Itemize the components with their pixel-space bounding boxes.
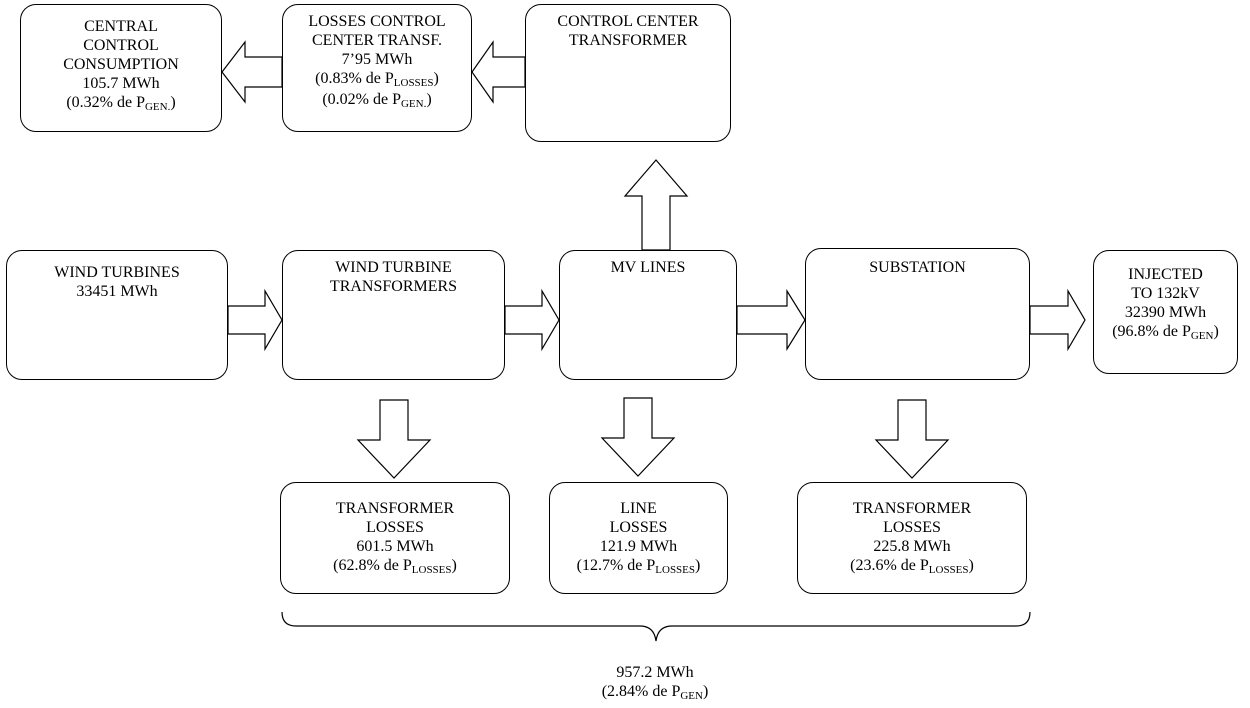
label-line: TO 132kV bbox=[1131, 285, 1200, 302]
label-line: CENTER TRANSF. bbox=[312, 32, 442, 49]
percentage-label: (96.8% de PGEN) bbox=[1112, 323, 1219, 342]
arrow-down-2 bbox=[600, 397, 676, 477]
line-losses-box: LINE LOSSES 121.9 MWh (12.7% de PLOSSES) bbox=[549, 482, 728, 594]
label-line: LINE bbox=[620, 500, 657, 517]
label-line: CONTROL bbox=[83, 37, 159, 54]
energy-value: 225.8 MWh bbox=[873, 538, 951, 555]
label-line: WIND TURBINES bbox=[54, 264, 180, 281]
energy-value: 32390 MWh bbox=[1124, 304, 1207, 321]
arrow-right-1 bbox=[227, 288, 283, 352]
label-line: MV LINES bbox=[610, 259, 686, 276]
percentage-label: (23.6% de PLOSSES) bbox=[850, 557, 974, 576]
transformer-losses-box-1: TRANSFORMER LOSSES 601.5 MWh (62.8% de P… bbox=[280, 482, 510, 594]
label-line: WIND TURBINE bbox=[335, 259, 452, 276]
arrow-right-4 bbox=[1029, 288, 1086, 352]
percentage-label: (0.02% de PGEN.) bbox=[322, 91, 432, 110]
label-line: LOSSES bbox=[609, 519, 668, 536]
total-losses-percentage: (2.84% de PGEN) bbox=[601, 683, 709, 702]
energy-value: 601.5 MWh bbox=[356, 538, 434, 555]
label-line: INJECTED bbox=[1128, 266, 1203, 283]
total-losses-value: 957.2 MWh bbox=[616, 664, 694, 681]
wind-turbines-box: WIND TURBINES 33451 MWh bbox=[6, 250, 228, 380]
arrow-up bbox=[623, 159, 689, 251]
energy-value: 33451 MWh bbox=[76, 283, 158, 300]
label-line: TRANSFORMER bbox=[335, 500, 455, 517]
control-center-transformer-box: CONTROL CENTER TRANSFORMER bbox=[525, 4, 731, 142]
label-line: LOSSES bbox=[883, 519, 941, 536]
arrow-left-1 bbox=[221, 40, 283, 104]
energy-value: 7’95 MWh bbox=[341, 51, 413, 68]
mv-lines-box: MV LINES bbox=[559, 250, 737, 380]
label-line: TRANSFORMER bbox=[568, 32, 688, 49]
label-line: LOSSES CONTROL bbox=[308, 13, 446, 30]
injected-132kv-box: INJECTED TO 132kV 32390 MWh (96.8% de PG… bbox=[1093, 250, 1238, 374]
losses-control-center-transf-box: LOSSES CONTROL CENTER TRANSF. 7’95 MWh (… bbox=[282, 4, 472, 132]
arrow-down-1 bbox=[356, 399, 432, 479]
arrow-right-3 bbox=[736, 288, 806, 352]
label-line: TRANSFORMER bbox=[852, 500, 972, 517]
percentage-label: (12.7% de PLOSSES) bbox=[576, 557, 701, 576]
percentage-label: (0.32% de PGEN.) bbox=[66, 94, 176, 113]
label-line: SUBSTATION bbox=[869, 259, 966, 276]
substation-box: SUBSTATION bbox=[805, 248, 1030, 380]
arrow-left-2 bbox=[471, 40, 526, 104]
central-control-consumption-box: CENTRAL CONTROL CONSUMPTION 105.7 MWh (0… bbox=[20, 4, 222, 132]
label-line: CONTROL CENTER bbox=[557, 13, 699, 30]
energy-value: 121.9 MWh bbox=[599, 538, 678, 555]
arrow-down-3 bbox=[874, 399, 950, 479]
arrow-right-2 bbox=[504, 288, 560, 352]
wind-turbine-transformers-box: WIND TURBINE TRANSFORMERS bbox=[282, 250, 505, 380]
total-losses-label: 957.2 MWh (2.84% de PGEN) bbox=[530, 663, 780, 703]
label-line: CONSUMPTION bbox=[63, 56, 179, 73]
percentage-label: (0.83% de PLOSSES) bbox=[315, 70, 439, 89]
transformer-losses-box-2: TRANSFORMER LOSSES 225.8 MWh (23.6% de P… bbox=[797, 482, 1027, 594]
label-line: LOSSES bbox=[366, 519, 424, 536]
label-line: TRANSFORMERS bbox=[329, 278, 458, 295]
energy-value: 105.7 MWh bbox=[82, 75, 160, 92]
total-losses-brace bbox=[281, 611, 1031, 642]
percentage-label: (62.8% de PLOSSES) bbox=[333, 557, 457, 576]
label-line: CENTRAL bbox=[84, 18, 158, 35]
